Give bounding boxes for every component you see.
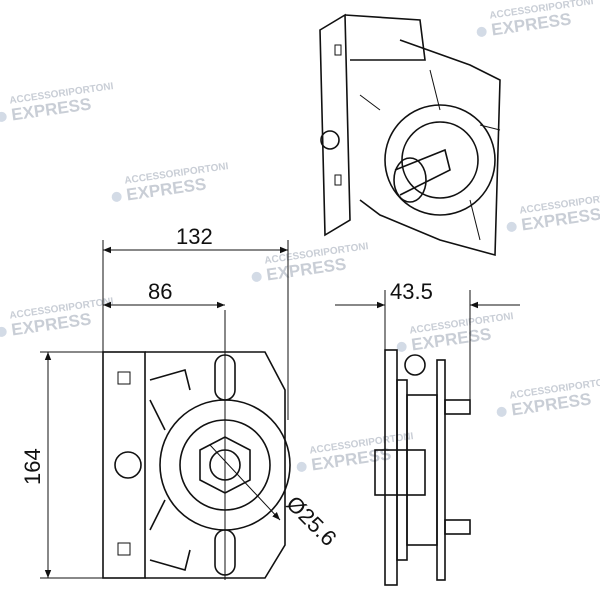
dimension-lines — [40, 246, 520, 579]
watermark-logo-icon — [251, 271, 262, 282]
watermark-logo-icon — [396, 341, 407, 352]
watermark-logo-icon — [506, 221, 517, 232]
watermark-logo-icon — [296, 461, 307, 472]
dim-depth: 43.5 — [390, 279, 433, 304]
watermark-logo-icon — [0, 326, 7, 337]
watermark-logo-icon — [476, 26, 487, 37]
dim-shaft-diameter: Ø25.6 — [281, 491, 341, 551]
dim-height: 164 — [20, 448, 45, 485]
watermark-logo-icon — [0, 111, 7, 122]
isometric-view — [319, 13, 501, 257]
watermark-logo-icon — [496, 406, 507, 417]
front-view — [102, 240, 291, 580]
dim-axis-offset: 86 — [148, 279, 172, 304]
dim-overall-width: 132 — [176, 224, 213, 249]
watermark-logo-icon — [111, 191, 122, 202]
side-view — [374, 290, 471, 586]
